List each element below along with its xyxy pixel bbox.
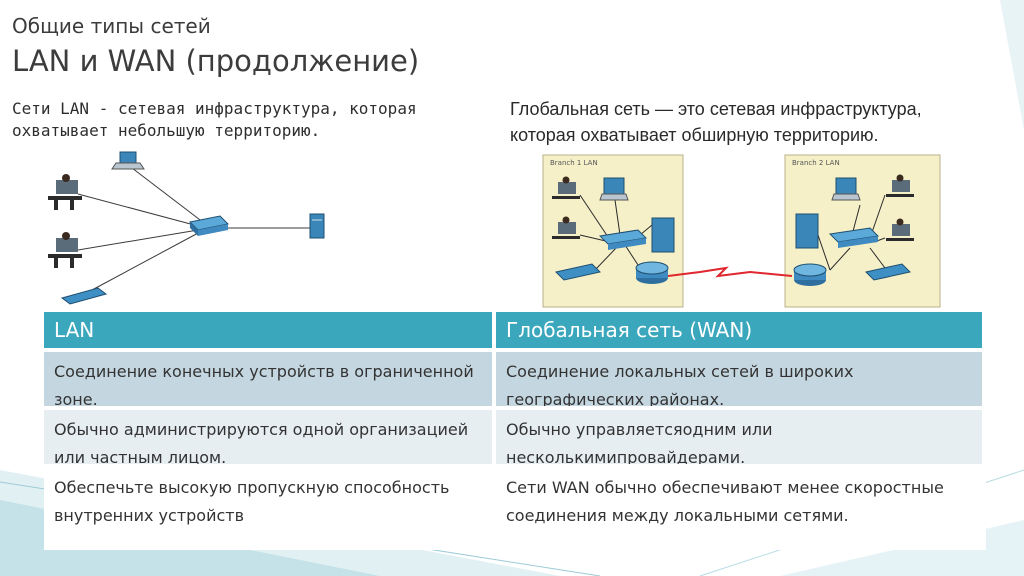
cell-text: Обеспечьте высокую пропускную способност… xyxy=(54,474,482,550)
cell-text: Обычно администрируются одной организаци… xyxy=(54,416,482,464)
user-workstation-icon xyxy=(48,232,82,268)
table-cell: Соединение конечных устройств в ограниче… xyxy=(44,350,494,408)
header-lan: LAN xyxy=(44,312,494,350)
branch1-server-icon xyxy=(652,218,674,252)
table-row: Обычно администрируются одной организаци… xyxy=(44,408,984,466)
cell-text: Обычно управляетсяодним или несколькимип… xyxy=(506,416,972,464)
branch1-laptop-icon xyxy=(600,178,628,200)
table-cell: Обычно управляетсяодним или несколькимип… xyxy=(494,408,984,466)
slide-title: LAN и WAN (продолжение) xyxy=(12,44,419,78)
cell-text: Соединение локальных сетей в широких гео… xyxy=(506,358,972,406)
lan-wan-comparison-table: LAN Глобальная сеть (WAN) Соединение кон… xyxy=(44,312,986,550)
table-cell: Обеспечьте высокую пропускную способност… xyxy=(44,466,494,550)
wan-serial-link xyxy=(668,268,792,276)
table-cell: Соединение локальных сетей в широких гео… xyxy=(494,350,984,408)
table-cell: Сети WAN обычно обеспечивают менее скоро… xyxy=(494,466,984,550)
branch2-laptop-icon xyxy=(832,178,860,200)
branch1-router-icon xyxy=(636,262,668,284)
server-icon xyxy=(310,214,324,238)
table-header-row: LAN Глобальная сеть (WAN) xyxy=(44,312,984,350)
branch2-label: Branch 2 LAN xyxy=(792,159,840,167)
header-wan: Глобальная сеть (WAN) xyxy=(494,312,984,350)
table-row: Соединение конечных устройств в ограниче… xyxy=(44,350,984,408)
table-cell: Обычно администрируются одной организаци… xyxy=(44,408,494,466)
lan-diagram xyxy=(40,150,340,310)
ip-phone-icon xyxy=(62,288,106,304)
wan-description-line1: Глобальная сеть — это сетевая инфраструк… xyxy=(510,96,1024,122)
table-row: Обеспечьте высокую пропускную способност… xyxy=(44,466,984,550)
lan-description: Сети LAN - сетевая инфраструктура, котор… xyxy=(12,98,482,142)
laptop-icon xyxy=(112,152,144,169)
branch1-label: Branch 1 LAN xyxy=(550,159,598,167)
wan-diagram: Branch 1 LAN Branch 2 LAN xyxy=(540,150,950,315)
branch2-server-icon xyxy=(796,214,818,248)
cell-text: Соединение конечных устройств в ограниче… xyxy=(54,358,482,406)
slide-subtitle: Общие типы сетей xyxy=(12,14,211,38)
user-workstation-icon xyxy=(48,174,82,210)
wan-description: Глобальная сеть — это сетевая инфраструк… xyxy=(510,96,1024,148)
cell-text: Сети WAN обычно обеспечивают менее скоро… xyxy=(506,474,972,550)
wan-description-line2: которая охватывает обширную территорию. xyxy=(510,122,1024,148)
branch2-router-icon xyxy=(794,264,826,286)
switch-icon xyxy=(190,216,228,236)
